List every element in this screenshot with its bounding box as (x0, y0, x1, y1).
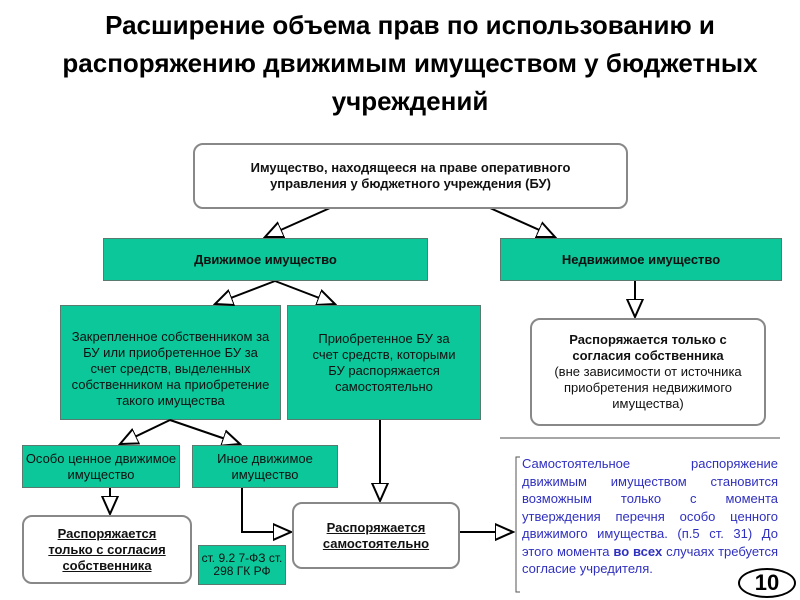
note-bold: во всех (613, 543, 663, 559)
immovable-rule-box: Распоряжается только с согласия собствен… (530, 318, 766, 426)
independent-disposal-box: Распоряжается самостоятельно (292, 502, 460, 569)
page-title: Расширение объема прав по использованию … (62, 10, 758, 116)
immovable-rule-note: (вне зависимости от источника приобретен… (554, 364, 742, 411)
law-reference-box: ст. 9.2 7-ФЗ ст. 298 ГК РФ (198, 545, 286, 585)
note-part1: Самостоятельное распоряжение движимым им… (522, 456, 778, 559)
assigned-property-text: Закрепленное собственником за БУ или при… (71, 329, 270, 408)
immovable-rule-title: Распоряжается только с согласия собствен… (569, 332, 727, 363)
immovable-property-box: Недвижимое имущество (500, 238, 782, 281)
especially-valuable-box: Особо ценное движимое имущество (22, 445, 180, 488)
acquired-property-box: Приобретенное БУ за счет средств, которы… (287, 305, 481, 420)
movable-property-box: Движимое имущество (103, 238, 428, 281)
note-text: Самостоятельное распоряжение движимым им… (522, 455, 778, 578)
note-part2: случаях требуется согласие учредителя. (522, 543, 779, 577)
note-bracket (515, 456, 520, 593)
property-box: Имущество, находящееся на праве оператив… (193, 143, 628, 209)
other-movable-box: Иное движимое имущество (192, 445, 338, 488)
slide-number-badge: 10 (738, 568, 796, 598)
owner-consent-box: Распоряжается только с согласия собствен… (22, 515, 192, 584)
